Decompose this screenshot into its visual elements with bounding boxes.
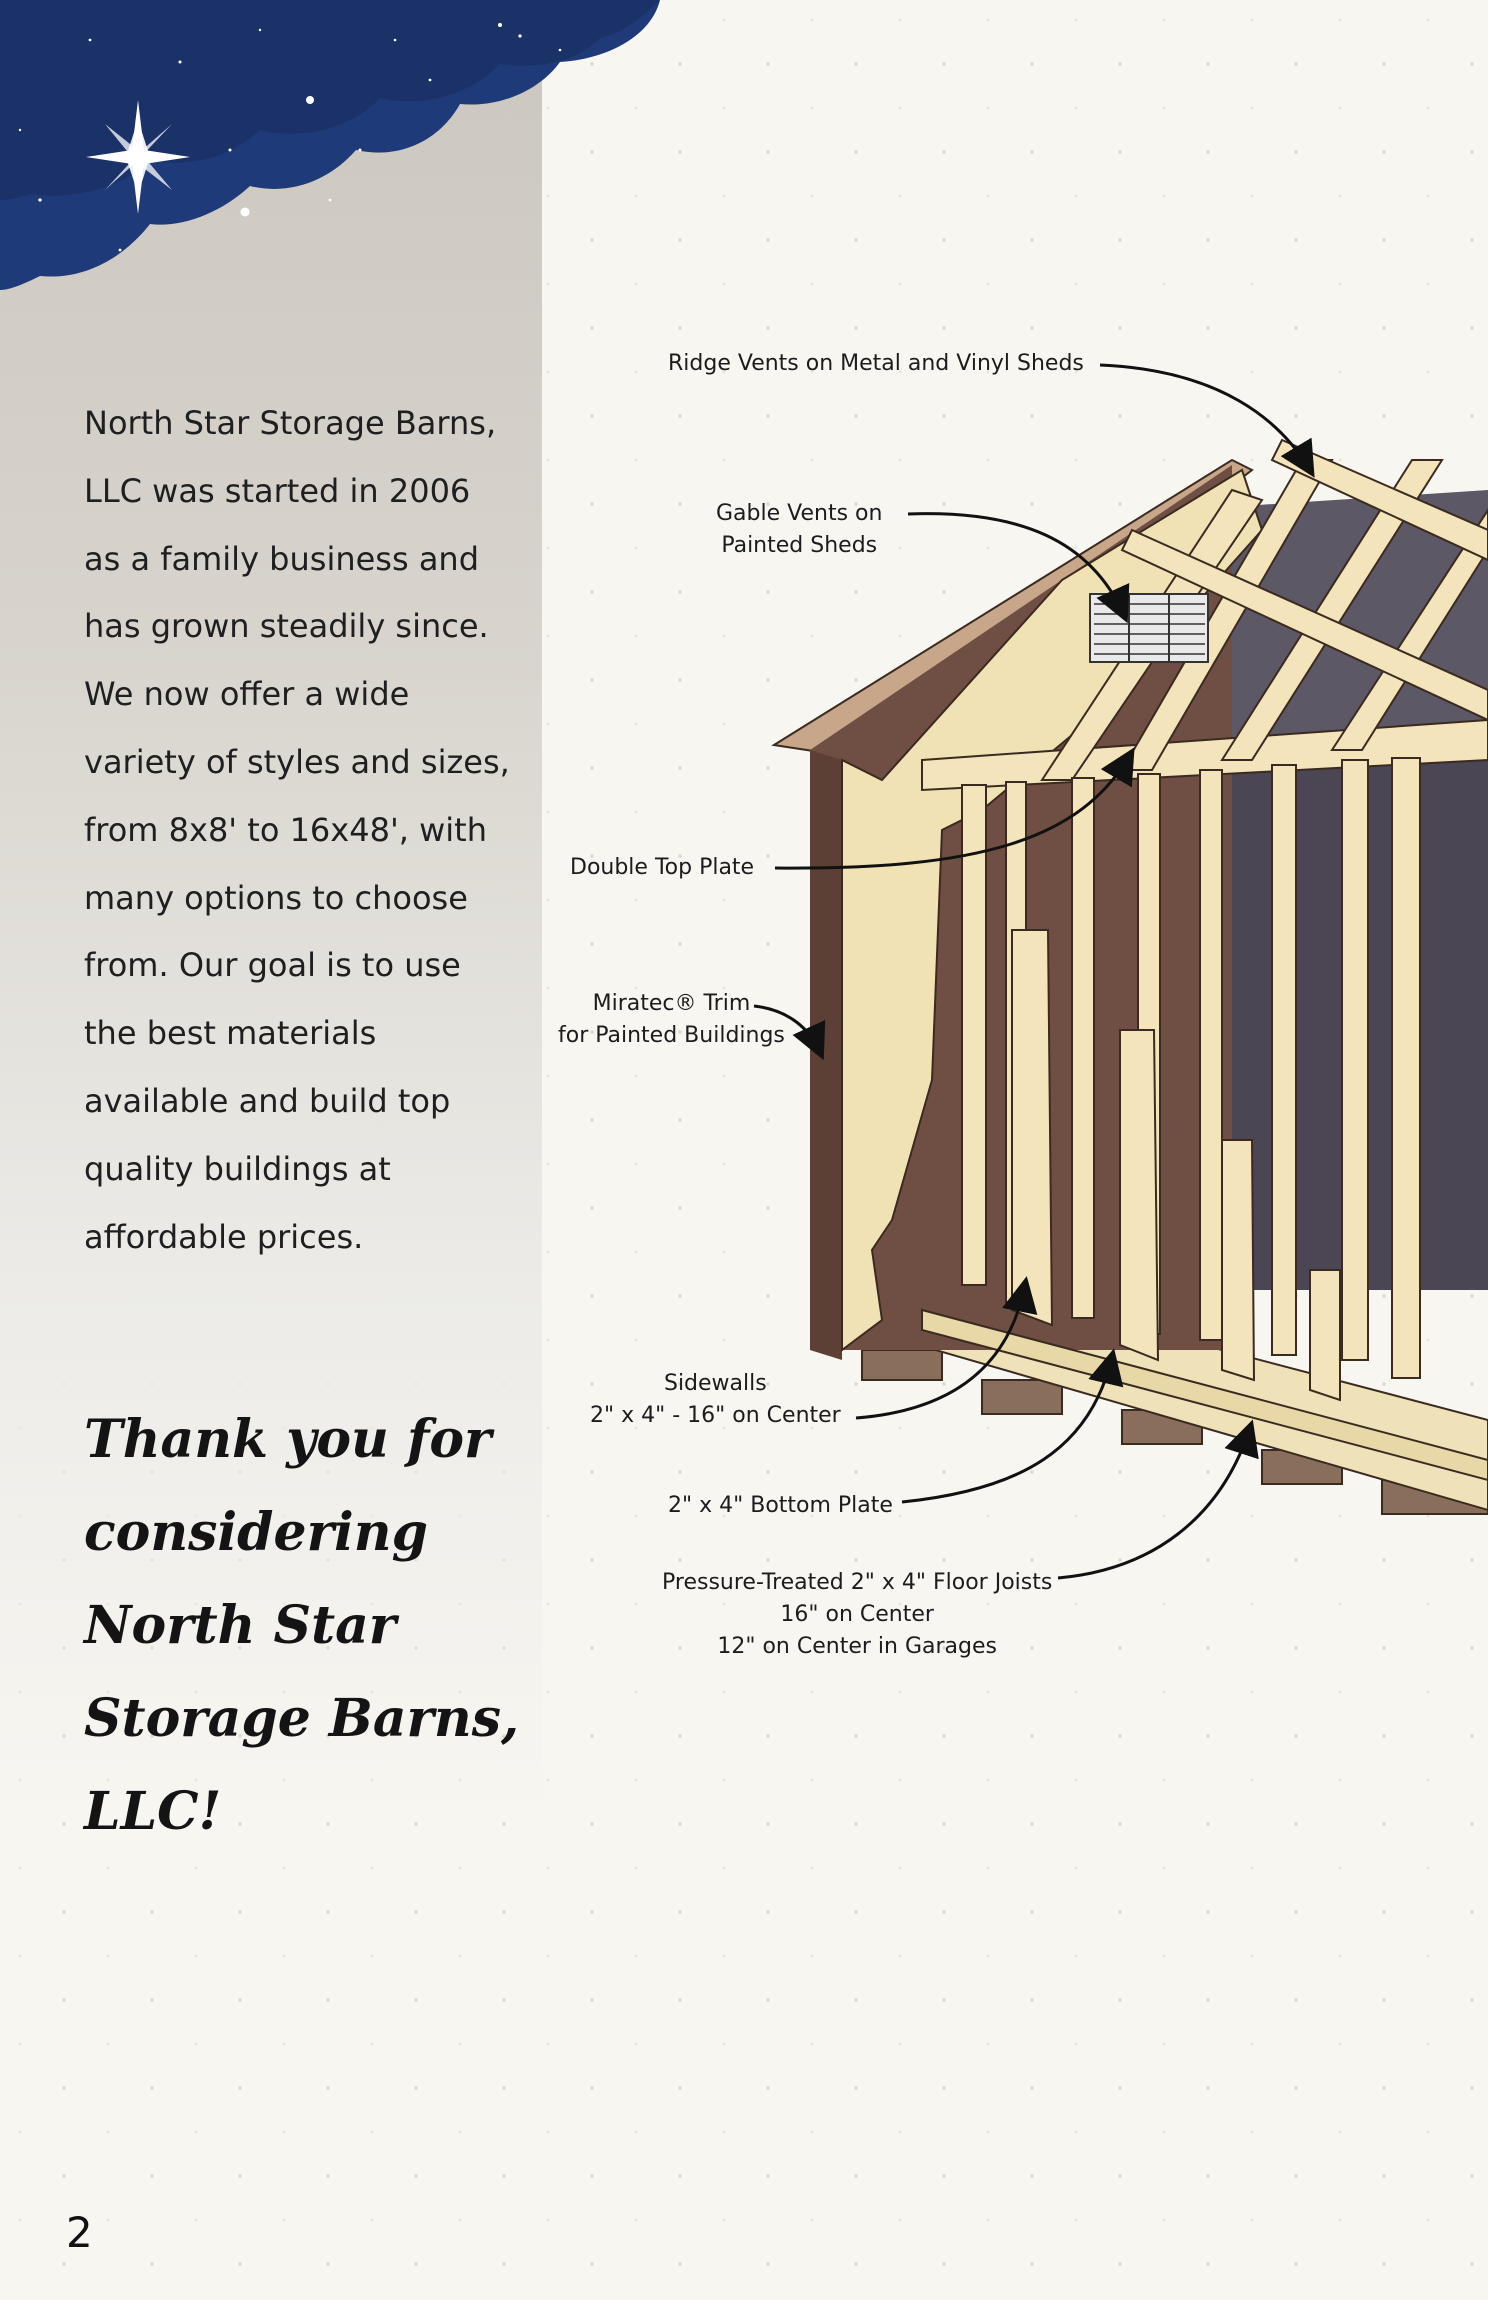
gable-vents-label: Gable Vents on Painted Sheds xyxy=(716,498,882,562)
ridge-vents-text: Ridge Vents on Metal and Vinyl Sheds xyxy=(668,351,1084,376)
bottom-plate-label: 2" x 4" Bottom Plate xyxy=(668,1490,893,1522)
sidewalls-label: Sidewalls 2" x 4" - 16" on Center xyxy=(590,1368,841,1432)
double-top-plate-label: Double Top Plate xyxy=(570,852,754,884)
miratec-trim-text-2: for Painted Buildings xyxy=(558,1023,785,1048)
sidewalls-text-2: 2" x 4" - 16" on Center xyxy=(590,1403,841,1428)
thank-you-message: Thank you for considering North Star Sto… xyxy=(84,1409,520,1842)
sidewalls-text-1: Sidewalls xyxy=(663,1371,767,1396)
double-top-plate-text: Double Top Plate xyxy=(570,855,755,880)
miratec-trim-label: Miratec® Trim for Painted Buildings xyxy=(558,988,785,1052)
gable-vents-text-1: Gable Vents on xyxy=(716,501,883,526)
ridge-vents-label: Ridge Vents on Metal and Vinyl Sheds xyxy=(668,348,1084,380)
page-number: 2 xyxy=(66,2208,93,2257)
night-sky-header xyxy=(0,0,660,290)
floor-joists-text-2: 16" on Center xyxy=(780,1602,934,1627)
floor-joists-text-3: 12" on Center in Garages xyxy=(717,1634,997,1659)
gable-vents-text-2: Painted Sheds xyxy=(721,533,878,558)
intro-paragraph: North Star Storage Barns, LLC was starte… xyxy=(84,404,510,1256)
miratec-trim-text-1: Miratec® Trim xyxy=(592,991,751,1016)
floor-joists-label: Pressure-Treated 2" x 4" Floor Joists 16… xyxy=(662,1567,1052,1663)
bottom-plate-text: 2" x 4" Bottom Plate xyxy=(668,1493,893,1518)
floor-joists-text-1: Pressure-Treated 2" x 4" Floor Joists xyxy=(662,1570,1053,1595)
left-panel xyxy=(0,0,542,1830)
